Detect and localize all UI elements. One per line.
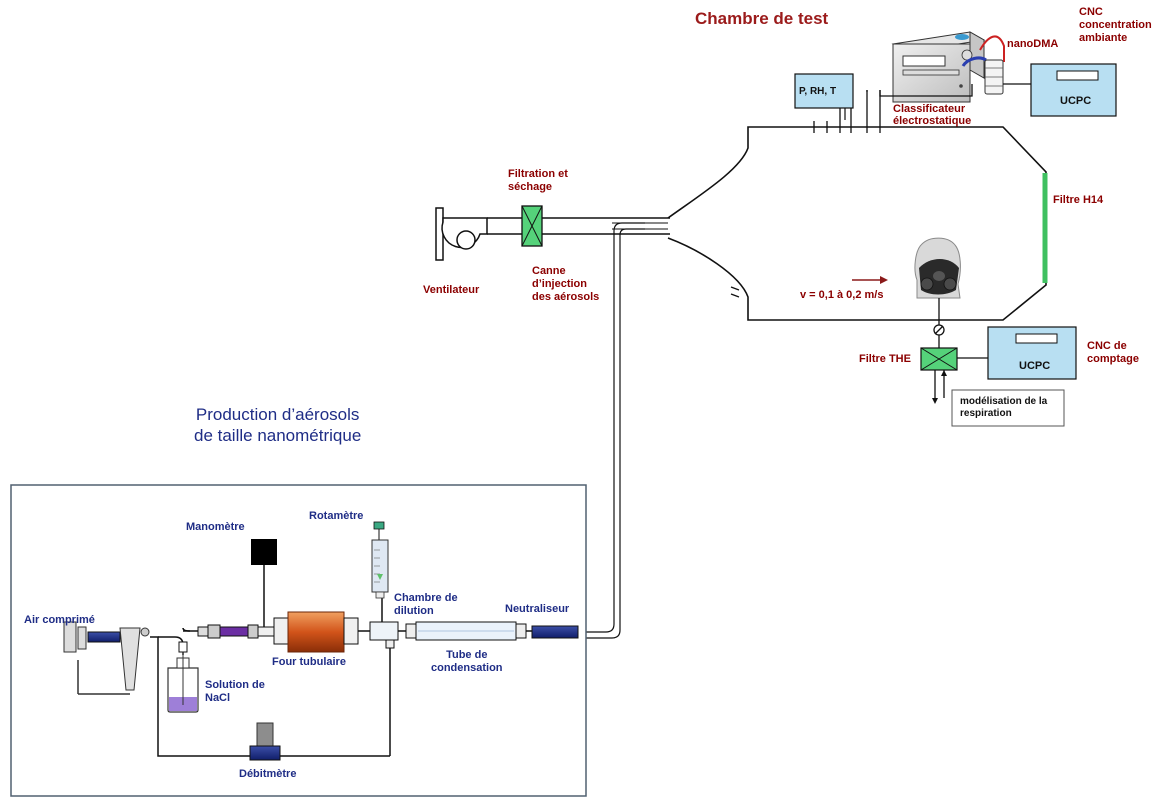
ucpc-top: [1030, 63, 1117, 117]
production-tubing: [150, 565, 391, 757]
solution-line1: Solution de: [205, 679, 265, 691]
production-title-line1: Production d’aérosols: [195, 405, 360, 424]
respiration-line2: respiration: [960, 408, 1012, 419]
classificateur-line2: électrostatique: [893, 115, 972, 127]
rotametre: [371, 521, 389, 599]
ventilateur: [435, 207, 488, 261]
nanodma-label: nanoDMA: [1007, 38, 1059, 50]
cnc-ambient-label: CNC concentration ambiante: [1079, 6, 1152, 45]
manometre-label: Manomètre: [186, 521, 245, 533]
breathing-line: [933, 298, 988, 398]
production-title: Production d’aérosols de taille nanométr…: [194, 404, 361, 446]
cnc-ambient-line1: CNC: [1079, 6, 1103, 18]
tube-condensation: [405, 621, 532, 641]
cnc-comptage-line1: CNC de: [1087, 340, 1127, 352]
chambre-de-test-title: Chambre de test: [695, 9, 829, 28]
sampling-ports: [730, 90, 881, 298]
canne-line1: Canne: [532, 265, 566, 277]
solution-line2: NaCl: [205, 692, 231, 704]
inline-fittings: [197, 624, 275, 639]
tube-condensation-line2: condensation: [431, 662, 503, 674]
tube-condensation-line1: Tube de: [446, 649, 488, 661]
ventilateur-label: Ventilateur: [423, 284, 480, 296]
filtration-line1: Filtration et: [508, 168, 568, 180]
filtre-the: [920, 347, 958, 371]
chambre-dilution-label: Chambre de dilution: [394, 592, 458, 618]
filtration-sechage: [521, 205, 543, 247]
nanodma: [961, 35, 1005, 95]
chambre-dilution-line2: dilution: [394, 605, 434, 617]
cnc-comptage-line2: comptage: [1087, 353, 1139, 365]
debitmetre: [249, 722, 281, 761]
debitmetre-label: Débitmètre: [239, 768, 297, 780]
velocity-label: v = 0,1 à 0,2 m/s: [800, 289, 884, 301]
respiration-label: modélisation de la respiration: [960, 396, 1047, 420]
solution-nacl-bottle: [167, 627, 199, 713]
classificateur-label: Classificateur électrostatique: [893, 103, 971, 127]
tube-condensation-label: Tube de condensation: [431, 649, 503, 675]
ucpc-top-label: UCPC: [1060, 95, 1092, 107]
classifier-tubes: [866, 83, 1032, 97]
ucpc-bottom: [987, 326, 1077, 380]
neutraliseur: [531, 625, 579, 639]
air-comprime-unit: [63, 621, 150, 695]
rotametre-label: Rotamètre: [309, 510, 364, 522]
canne-line3: des aérosols: [532, 291, 600, 303]
four-tubulaire: [273, 611, 370, 653]
mannequin-respirator: [914, 237, 961, 299]
production-title-line2: de taille nanométrique: [194, 426, 362, 445]
canne-line2: d’injection: [532, 278, 587, 290]
filtration-label: Filtration et séchage: [508, 168, 568, 194]
inlet-duct: [487, 217, 670, 235]
classificateur: [891, 31, 986, 103]
filtre-h14-label: Filtre H14: [1053, 194, 1104, 206]
filtre-the-label: Filtre THE: [859, 353, 911, 365]
manometre: [251, 539, 277, 565]
cnc-ambient-line2: concentration: [1079, 19, 1152, 31]
ucpc-bottom-label: UCPC: [1019, 360, 1051, 372]
prh-sensor: [794, 73, 854, 120]
neutraliseur-label: Neutraliseur: [505, 603, 570, 615]
injection-pipe: [578, 222, 645, 639]
velocity-arrow: [852, 276, 888, 284]
respiration-box: [951, 389, 1065, 427]
cnc-ambient-line3: ambiante: [1079, 32, 1128, 44]
respiration-line1: modélisation de la: [960, 396, 1048, 407]
canne-label: Canne d’injection des aérosols: [532, 265, 599, 304]
air-comprime-label: Air comprimé: [24, 614, 95, 626]
chambre-dilution-line1: Chambre de: [394, 592, 458, 604]
classificateur-line1: Classificateur: [893, 103, 966, 115]
prh-label: P, RH, T: [799, 86, 837, 97]
solution-label: Solution de NaCl: [205, 679, 265, 705]
filtration-line2: séchage: [508, 181, 553, 193]
four-label: Four tubulaire: [272, 656, 346, 668]
cnc-comptage-label: CNC de comptage: [1087, 340, 1139, 366]
